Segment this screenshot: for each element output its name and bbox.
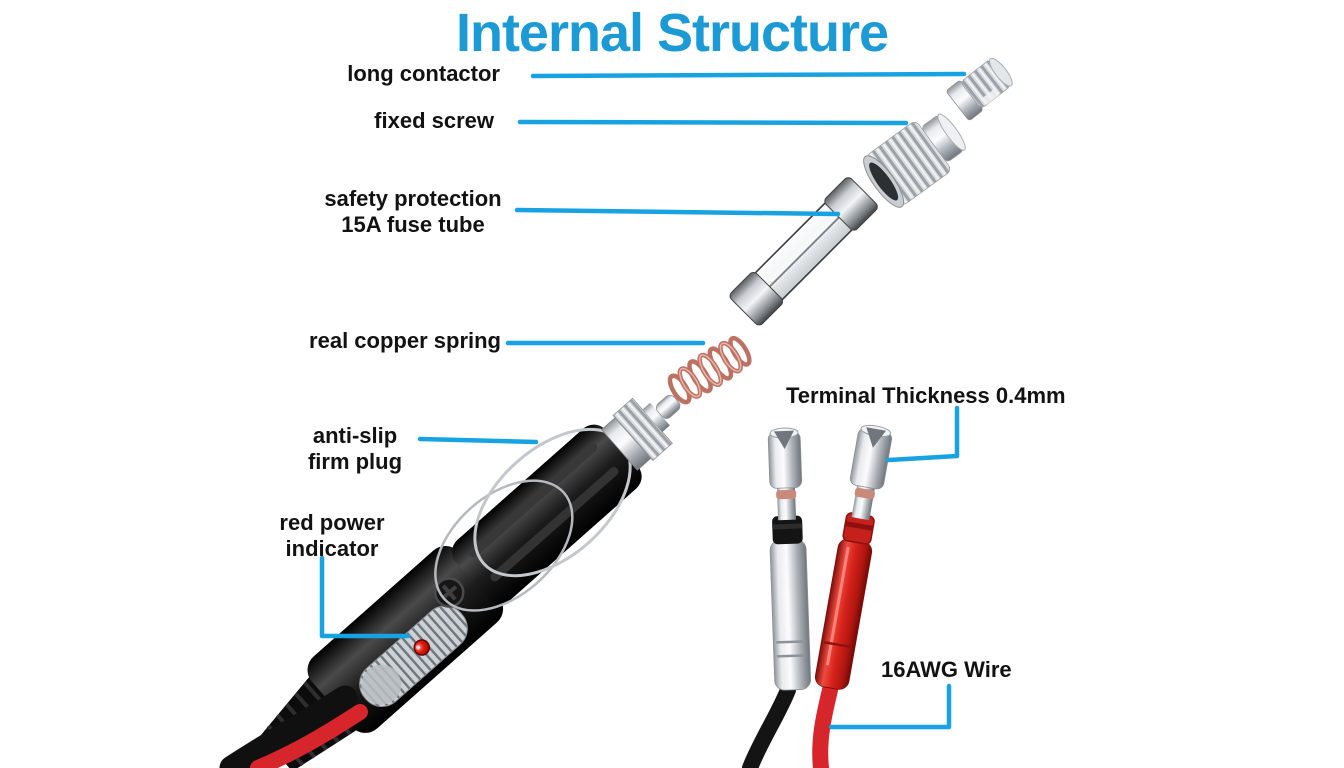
label-plug-line2: firm plug (307, 449, 403, 474)
black-wire-terminal (742, 427, 812, 768)
cigarette-lighter-plug (260, 394, 681, 768)
label-copper-spring: real copper spring (309, 328, 501, 353)
leader-fixed-screw (517, 119, 909, 126)
page-title: Internal Structure (455, 3, 889, 63)
label-terminal-thickness: Terminal Thickness 0.4mm (786, 383, 1066, 408)
label-fixed-screw: fixed screw (374, 108, 494, 133)
long-contactor (946, 57, 1013, 121)
label-fuse-line1: safety protection (324, 186, 502, 211)
leader-plug (417, 436, 539, 445)
label-indicator-line2: indicator (285, 536, 379, 561)
leader-indicator (319, 555, 411, 639)
fixed-screw (863, 113, 966, 208)
label-plug-line1: anti-slip (312, 423, 398, 448)
copper-spring (667, 335, 752, 405)
label-fuse-line2: 15A fuse tube (341, 212, 485, 237)
label-indicator-line1: red power (279, 510, 385, 535)
leader-fuse (514, 207, 841, 217)
leader-terminal (885, 405, 960, 463)
red-wire-terminal (812, 424, 893, 768)
power-indicator-led (413, 639, 431, 656)
plug-screw (434, 577, 465, 608)
label-plug: anti-slip firm plug (275, 423, 435, 475)
label-16awg-wire: 16AWG Wire (881, 657, 1012, 682)
leader-wire (828, 683, 952, 730)
leader-long-contactor (530, 71, 967, 79)
label-indicator: red power indicator (252, 510, 412, 562)
label-fuse: safety protection 15A fuse tube (318, 186, 508, 238)
side-clip-loop-rear (434, 479, 574, 612)
fuse-tube (729, 177, 878, 326)
label-long-contactor: long contactor (347, 61, 500, 86)
power-cable (219, 685, 368, 768)
